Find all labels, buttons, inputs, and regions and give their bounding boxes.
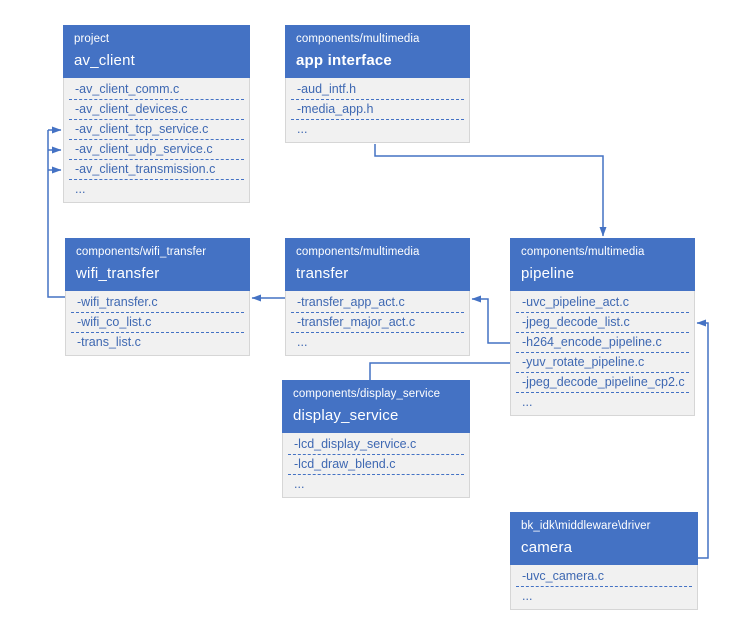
file-row: -uvc_camera.c: [516, 567, 692, 587]
file-name: ...: [297, 335, 308, 349]
box-header: project av_client: [63, 25, 250, 78]
component-box-transfer: components/multimedia transfer -transfer…: [285, 238, 470, 356]
component-path: project: [74, 33, 110, 45]
file-row: ...: [291, 120, 464, 139]
file-name: -av_client_udp_service.c: [75, 142, 213, 156]
file-name: ...: [522, 589, 533, 603]
file-name: -transfer_major_act.c: [297, 315, 416, 329]
file-row: -transfer_app_act.c: [291, 293, 464, 313]
file-row: -lcd_display_service.c: [288, 435, 464, 455]
box-header: bk_idk\middleware\driver camera: [510, 512, 698, 565]
component-title: transfer: [296, 265, 349, 282]
file-name: -av_client_transmission.c: [75, 162, 216, 176]
component-path: components/wifi_transfer: [76, 246, 207, 258]
file-row: -yuv_rotate_pipeline.c: [516, 353, 689, 373]
file-name: ...: [522, 395, 533, 409]
box-header: components/multimedia pipeline: [510, 238, 695, 291]
file-row: ...: [516, 587, 692, 606]
file-list: -wifi_transfer.c -wifi_co_list.c -trans_li…: [65, 291, 250, 356]
file-row: ...: [288, 475, 464, 494]
file-row: -av_client_tcp_service.c: [69, 120, 244, 140]
file-name: -lcd_draw_blend.c: [294, 457, 396, 471]
file-row: -av_client_comm.c: [69, 80, 244, 100]
file-name: -av_client_comm.c: [75, 82, 180, 96]
file-name: -jpeg_decode_list.c: [522, 315, 630, 329]
edge-pipeline-yuv-to-display-service: [369, 362, 510, 380]
file-row: -media_app.h: [291, 100, 464, 120]
edge-camera-to-pipeline: [696, 319, 709, 559]
file-list: -av_client_comm.c -av_client_devices.c -av…: [63, 78, 250, 203]
box-header: components/multimedia app interface: [285, 25, 470, 78]
file-list: -transfer_app_act.c -transfer_major_act.c…: [285, 291, 470, 356]
file-name: -uvc_camera.c: [522, 569, 604, 583]
file-name: ...: [297, 122, 308, 136]
file-row: -trans_list.c: [71, 333, 244, 352]
box-header: components/wifi_transfer wifi_transfer: [65, 238, 250, 291]
file-name: -trans_list.c: [77, 335, 141, 349]
component-box-pipeline: components/multimedia pipeline -uvc_pipe…: [510, 238, 695, 416]
component-path: components/multimedia: [296, 246, 420, 258]
file-row: -wifi_transfer.c: [71, 293, 244, 313]
component-path: components/display_service: [293, 388, 441, 400]
file-row: -av_client_transmission.c: [69, 160, 244, 180]
edge-app-interface-to-pipeline: [374, 144, 607, 237]
file-name: ...: [294, 477, 305, 491]
component-box-display-service: components/display_service display_servi…: [282, 380, 470, 498]
file-row: -uvc_pipeline_act.c: [516, 293, 689, 313]
file-row: ...: [516, 393, 689, 412]
component-title: wifi_transfer: [76, 265, 160, 282]
file-row: -av_client_devices.c: [69, 100, 244, 120]
component-path: bk_idk\middleware\driver: [521, 520, 651, 532]
file-name: -h264_encode_pipeline.c: [522, 335, 662, 349]
file-name: -jpeg_decode_pipeline_cp2.c: [522, 375, 685, 389]
component-box-wifi-transfer: components/wifi_transfer wifi_transfer -…: [65, 238, 250, 356]
file-name: -av_client_devices.c: [75, 102, 188, 116]
file-list: -aud_intf.h -media_app.h...: [285, 78, 470, 143]
component-title: camera: [521, 539, 573, 556]
file-list: -uvc_pipeline_act.c -jpeg_decode_list.c -h…: [510, 291, 695, 416]
file-name: -transfer_app_act.c: [297, 295, 405, 309]
component-title: av_client: [74, 52, 136, 69]
file-row: -lcd_draw_blend.c: [288, 455, 464, 475]
file-row: -h264_encode_pipeline.c: [516, 333, 689, 353]
file-list: -uvc_camera.c...: [510, 565, 698, 610]
file-row: -wifi_co_list.c: [71, 313, 244, 333]
component-box-av-client: project av_client -av_client_comm.c-av_c…: [63, 25, 250, 203]
file-row: -jpeg_decode_list.c: [516, 313, 689, 333]
component-title: pipeline: [521, 265, 575, 282]
component-path: components/multimedia: [521, 246, 645, 258]
component-path: components/multimedia: [296, 33, 420, 45]
component-box-camera: bk_idk\middleware\driver camera -uvc_cam…: [510, 512, 698, 610]
file-name: -wifi_co_list.c: [77, 315, 152, 329]
file-list: -lcd_display_service.c -lcd_draw_blend.c.…: [282, 433, 470, 498]
edge-pipeline-h264-to-transfer: [471, 295, 510, 344]
file-row: ...: [291, 333, 464, 352]
component-title: app interface: [296, 52, 392, 69]
file-name: -yuv_rotate_pipeline.c: [522, 355, 645, 369]
file-name: -media_app.h: [297, 102, 374, 116]
file-row: -transfer_major_act.c: [291, 313, 464, 333]
box-header: components/display_service display_servi…: [282, 380, 470, 433]
file-name: -wifi_transfer.c: [77, 295, 158, 309]
file-row: -av_client_udp_service.c: [69, 140, 244, 160]
file-name: ...: [75, 182, 86, 196]
file-name: -uvc_pipeline_act.c: [522, 295, 630, 309]
box-header: components/multimedia transfer: [285, 238, 470, 291]
component-box-app-interface: components/multimedia app interface -aud…: [285, 25, 470, 143]
file-row: -aud_intf.h: [291, 80, 464, 100]
file-name: -aud_intf.h: [297, 82, 357, 96]
file-row: -jpeg_decode_pipeline_cp2.c: [516, 373, 689, 393]
component-title: display_service: [293, 407, 399, 424]
file-name: -av_client_tcp_service.c: [75, 122, 209, 136]
file-row: ...: [69, 180, 244, 199]
file-name: -lcd_display_service.c: [294, 437, 417, 451]
